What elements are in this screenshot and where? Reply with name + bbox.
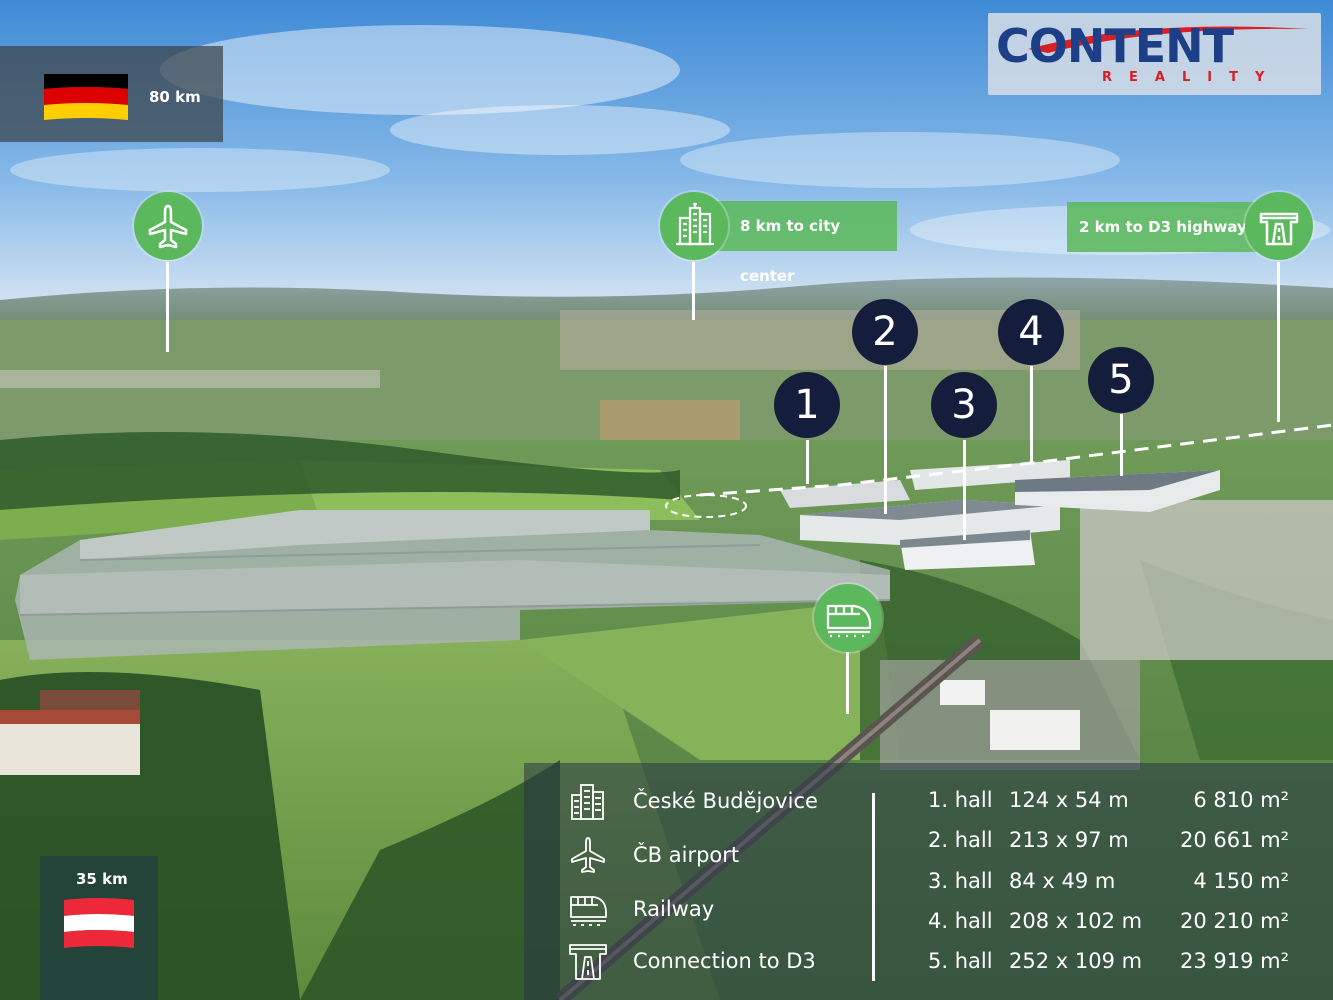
hall-row: 1. hall 124 x 54 m 6 810 m²	[928, 788, 1293, 818]
city-distance-label: 8 km to city center	[700, 201, 897, 285]
railway-pin-stem	[846, 652, 849, 714]
highway-icon	[1259, 212, 1299, 246]
legend-label-city: České Budějovice	[633, 789, 818, 813]
city-pin-stem	[692, 262, 695, 320]
hall-row: 4. hall 208 x 102 m 20 210 m²	[928, 909, 1293, 939]
airplane-icon	[571, 837, 605, 873]
info-panel: České Budějovice ČB airport Railway	[524, 763, 1333, 1000]
train-icon	[826, 604, 872, 638]
airport-pin-stem	[166, 262, 169, 352]
hall-dimensions: 252 x 109 m	[1009, 949, 1143, 973]
info-divider	[872, 793, 875, 981]
highway-distance-label: 2 km to D3 highway	[1067, 202, 1267, 252]
hall-dimensions: 84 x 49 m	[1009, 869, 1116, 893]
hall-1-marker-stem	[806, 440, 809, 484]
hall-name: 4. hall	[928, 909, 993, 933]
hall-4-marker: 4	[998, 299, 1064, 365]
hall-area: 6 810 m²	[1193, 788, 1289, 812]
germany-distance: 80 km	[149, 88, 201, 106]
austria-flag-icon	[64, 898, 134, 948]
hall-4-marker-stem	[1030, 366, 1033, 464]
hall-2-marker: 2	[852, 299, 918, 365]
hall-5-marker-stem	[1120, 414, 1123, 476]
legend-label-highway: Connection to D3	[633, 949, 816, 973]
highway-pin	[1245, 192, 1313, 260]
airport-pin	[134, 192, 202, 260]
hall-name: 2. hall	[928, 828, 993, 852]
hall-dimensions: 208 x 102 m	[1009, 909, 1143, 933]
legend-label-airport: ČB airport	[633, 843, 740, 867]
hall-row: 3. hall 84 x 49 m 4 150 m²	[928, 869, 1293, 899]
hall-5-marker: 5	[1088, 347, 1154, 413]
hall-area: 4 150 m²	[1193, 869, 1289, 893]
hall-dimensions: 213 x 97 m	[1009, 828, 1129, 852]
hall-name: 5. hall	[928, 949, 993, 973]
hall-row: 2. hall 213 x 97 m 20 661 m²	[928, 828, 1293, 858]
buildings-icon	[571, 784, 604, 820]
austria-distance: 35 km	[76, 870, 128, 888]
logo-swoosh	[1028, 26, 1308, 53]
hall-3-marker-stem	[963, 440, 966, 540]
germany-flag-icon	[44, 74, 128, 120]
hall-name: 1. hall	[928, 788, 993, 812]
hall-area: 20 210 m²	[1179, 909, 1289, 933]
logo-sub-text: REALITY	[1102, 70, 1282, 85]
hall-3-marker: 3	[931, 372, 997, 438]
hall-1-marker: 1	[774, 372, 840, 438]
hall-dimensions: 124 x 54 m	[1009, 788, 1129, 812]
railway-pin	[814, 584, 882, 652]
buildings-icon	[676, 202, 714, 246]
hall-area: 20 661 m²	[1179, 828, 1289, 852]
hall-row: 5. hall 252 x 109 m 23 919 m²	[928, 949, 1293, 979]
highway-icon	[569, 944, 607, 980]
highway-pin-stem	[1277, 262, 1280, 422]
hall-area: 23 919 m²	[1179, 949, 1289, 973]
airplane-icon	[148, 204, 188, 249]
hall-2-marker-stem	[884, 366, 887, 514]
legend-label-railway: Railway	[633, 897, 715, 921]
train-icon	[570, 896, 607, 926]
hall-name: 3. hall	[928, 869, 993, 893]
logo-main-text: CONTENT	[996, 19, 1234, 73]
city-pin	[660, 192, 728, 260]
company-logo	[988, 13, 1321, 95]
